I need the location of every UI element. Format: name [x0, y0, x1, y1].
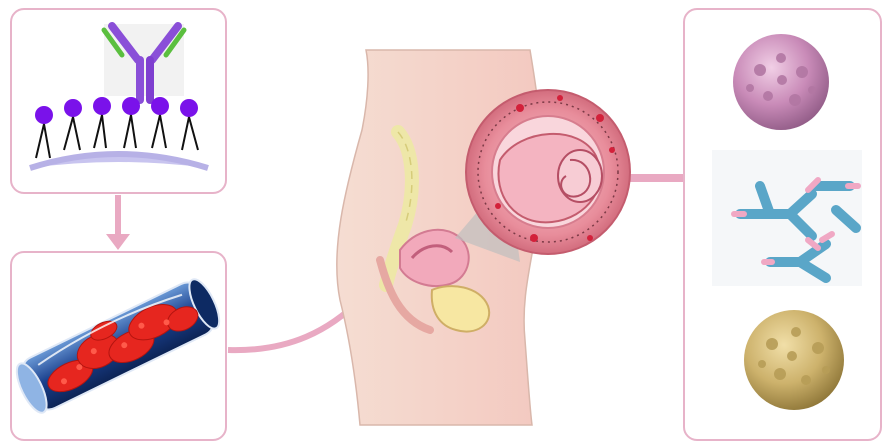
arrow-down-connector — [106, 195, 130, 250]
uterus-cross-section-icon — [337, 50, 630, 425]
antibodies-cluster-icon — [712, 150, 862, 286]
tan-immune-cell-icon — [744, 310, 844, 410]
antibody-on-membrane-icon — [30, 24, 208, 168]
immune-cells-icon — [712, 34, 862, 410]
purple-immune-cell-icon — [733, 34, 829, 130]
blood-clot-vessel-icon — [10, 274, 225, 417]
